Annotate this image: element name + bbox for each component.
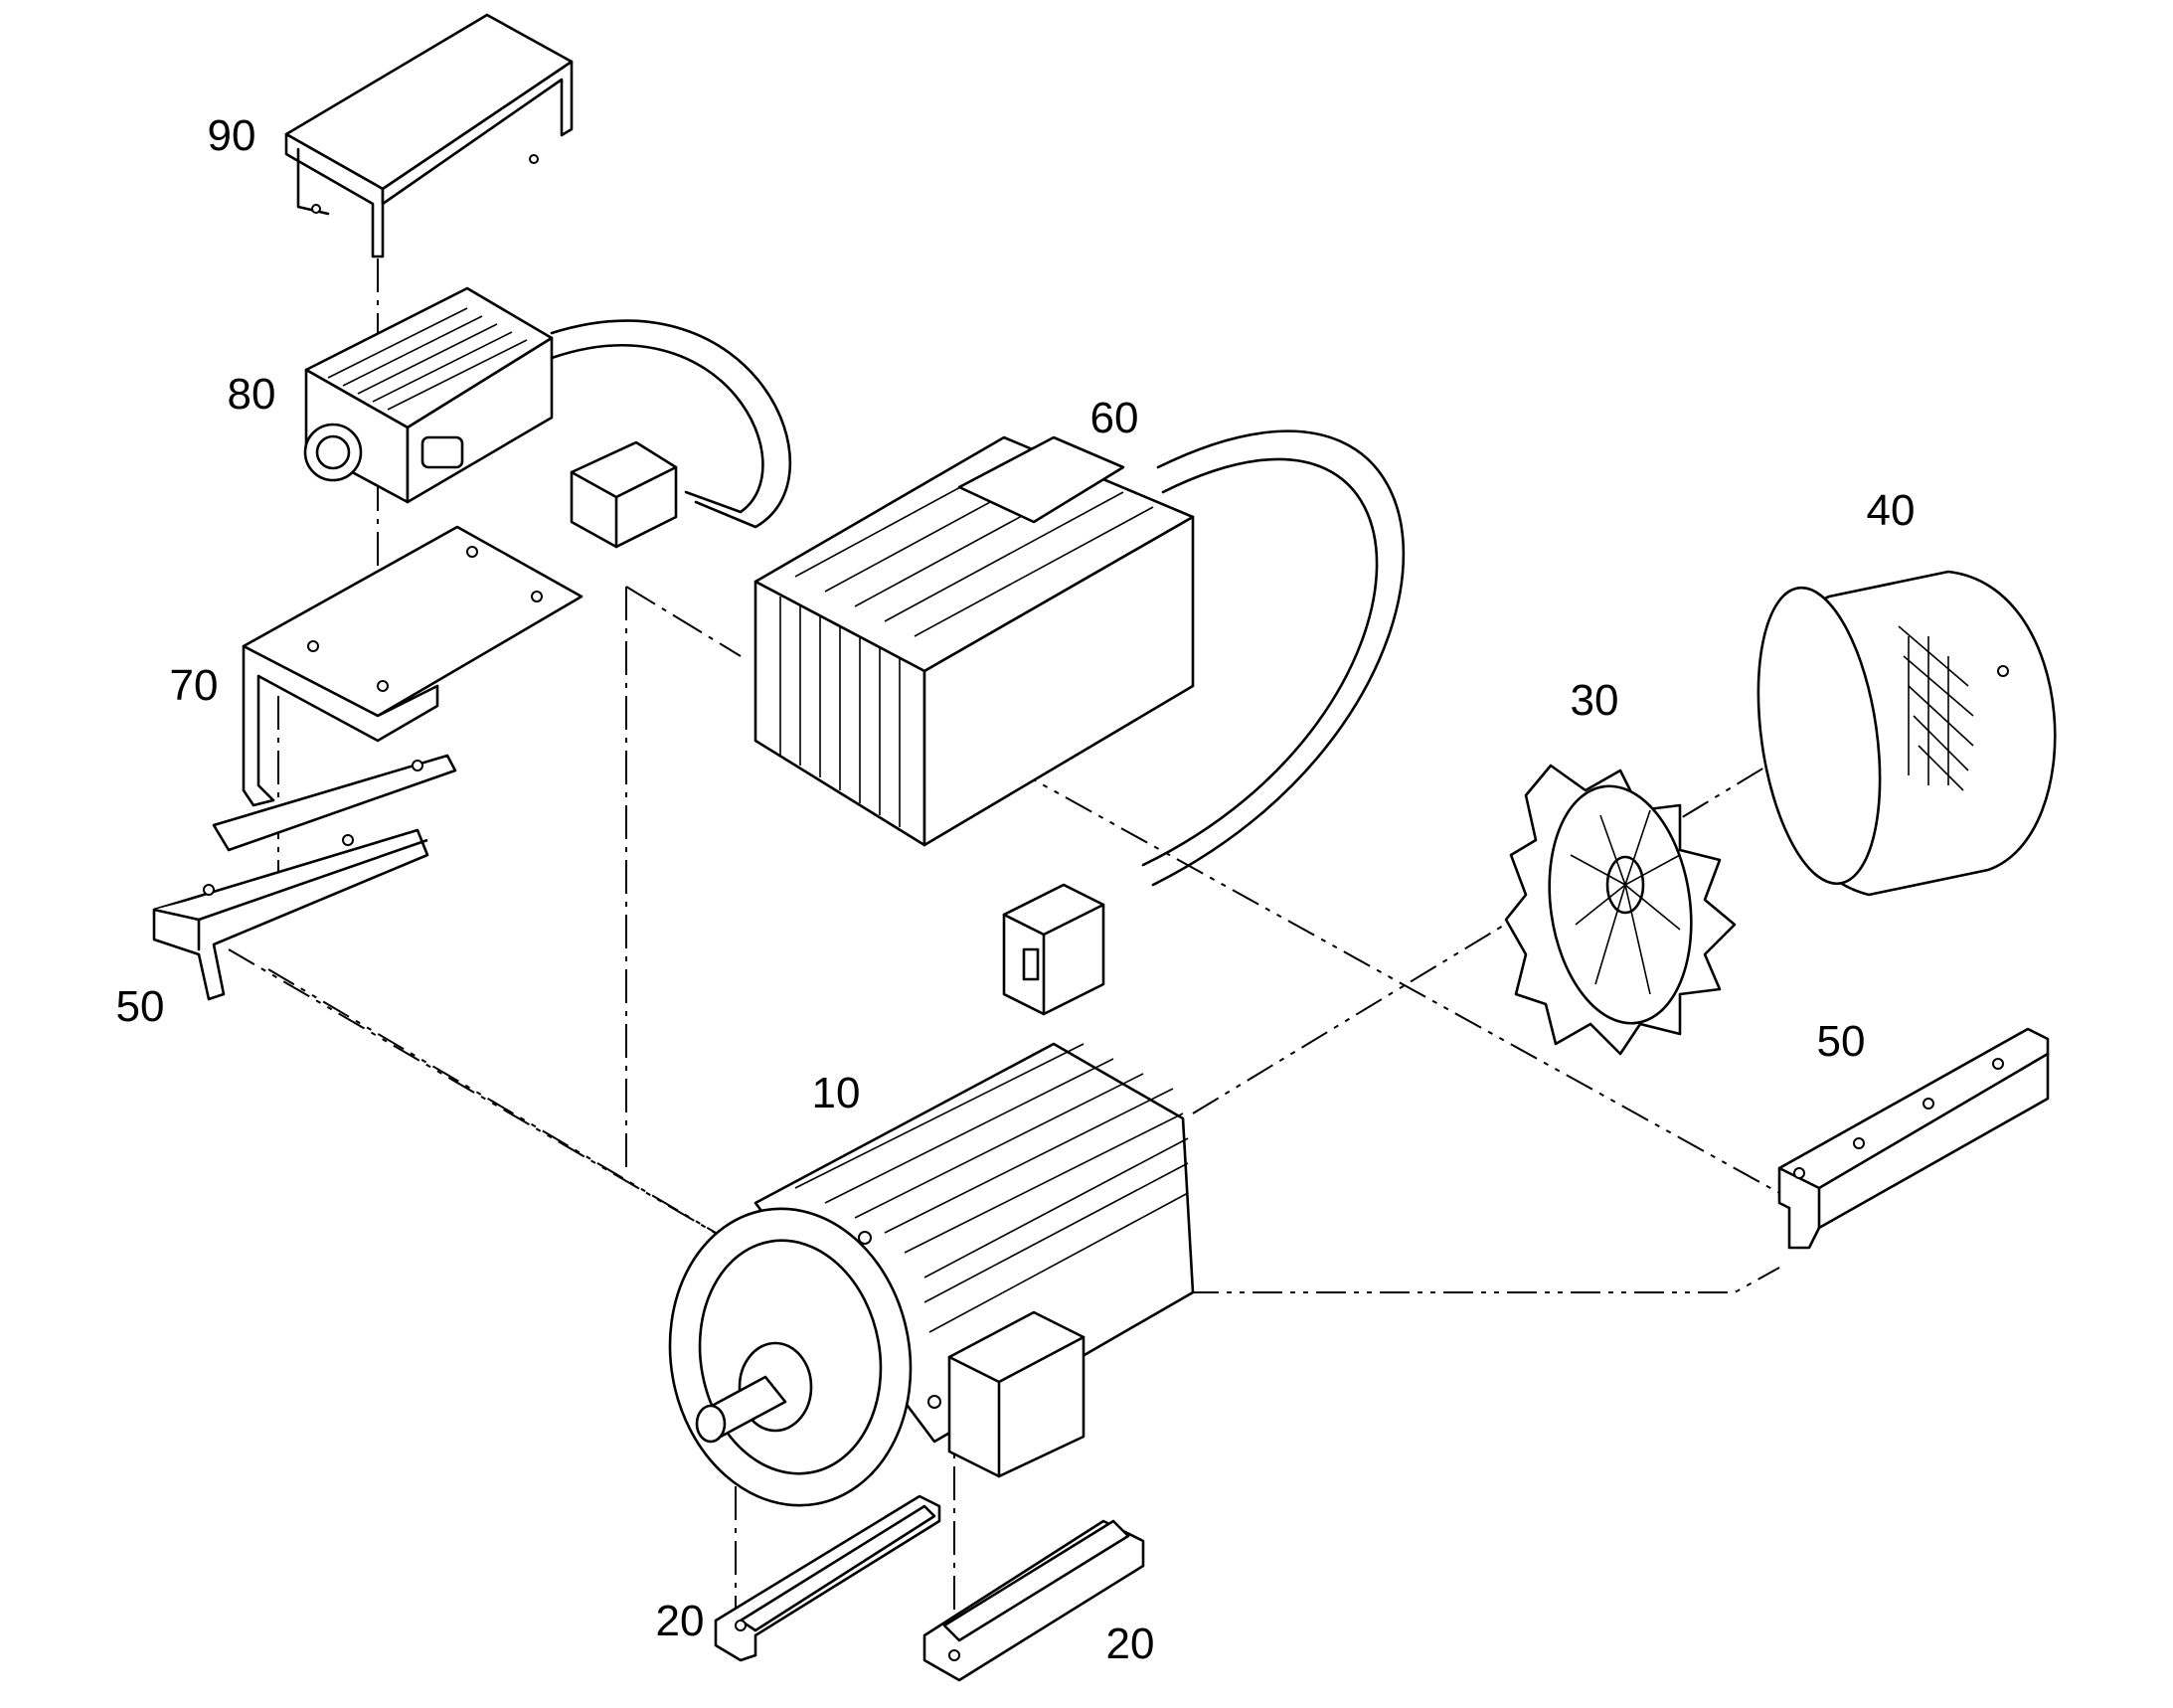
callout-bracket: 70	[169, 661, 219, 710]
callout-rail-left: 50	[115, 982, 165, 1031]
assembly-line-controller-a	[625, 586, 742, 657]
callout-rail-right: 50	[1816, 1017, 1866, 1066]
callout-controller: 60	[1089, 394, 1139, 442]
controller-drawing	[753, 429, 1406, 1016]
assembly-line-controller-rail	[953, 735, 1780, 1194]
rail-left-drawing	[152, 754, 457, 1001]
assembly-line-rail-motor-b	[267, 968, 717, 1234]
assembly-lines	[228, 258, 1949, 1670]
fan-cover-drawing	[1756, 570, 2057, 897]
foot-right-drawing	[922, 1519, 1145, 1682]
callout-junction-box: 80	[227, 370, 276, 419]
callout-fan-cover: 40	[1866, 486, 1916, 535]
foot-left-drawing	[714, 1494, 941, 1662]
bracket-drawing	[242, 525, 584, 807]
motor-drawing	[668, 1042, 1195, 1507]
fan-drawing	[1504, 764, 1737, 1056]
callout-motor: 10	[811, 1069, 861, 1117]
callout-foot-right: 20	[1105, 1620, 1155, 1668]
assembly-line-motor-rail	[934, 1267, 1780, 1293]
assembly-line-fan-axis	[1192, 655, 1949, 1114]
box-cover-drawing	[284, 13, 574, 258]
callout-foot-left: 20	[655, 1597, 705, 1645]
rail-right-drawing	[1777, 1027, 2050, 1250]
junction-box-drawing	[303, 286, 792, 549]
assembly-line-rail-motor-a	[228, 948, 742, 1249]
callout-fan: 30	[1570, 676, 1619, 725]
callout-box-cover: 90	[207, 111, 256, 160]
